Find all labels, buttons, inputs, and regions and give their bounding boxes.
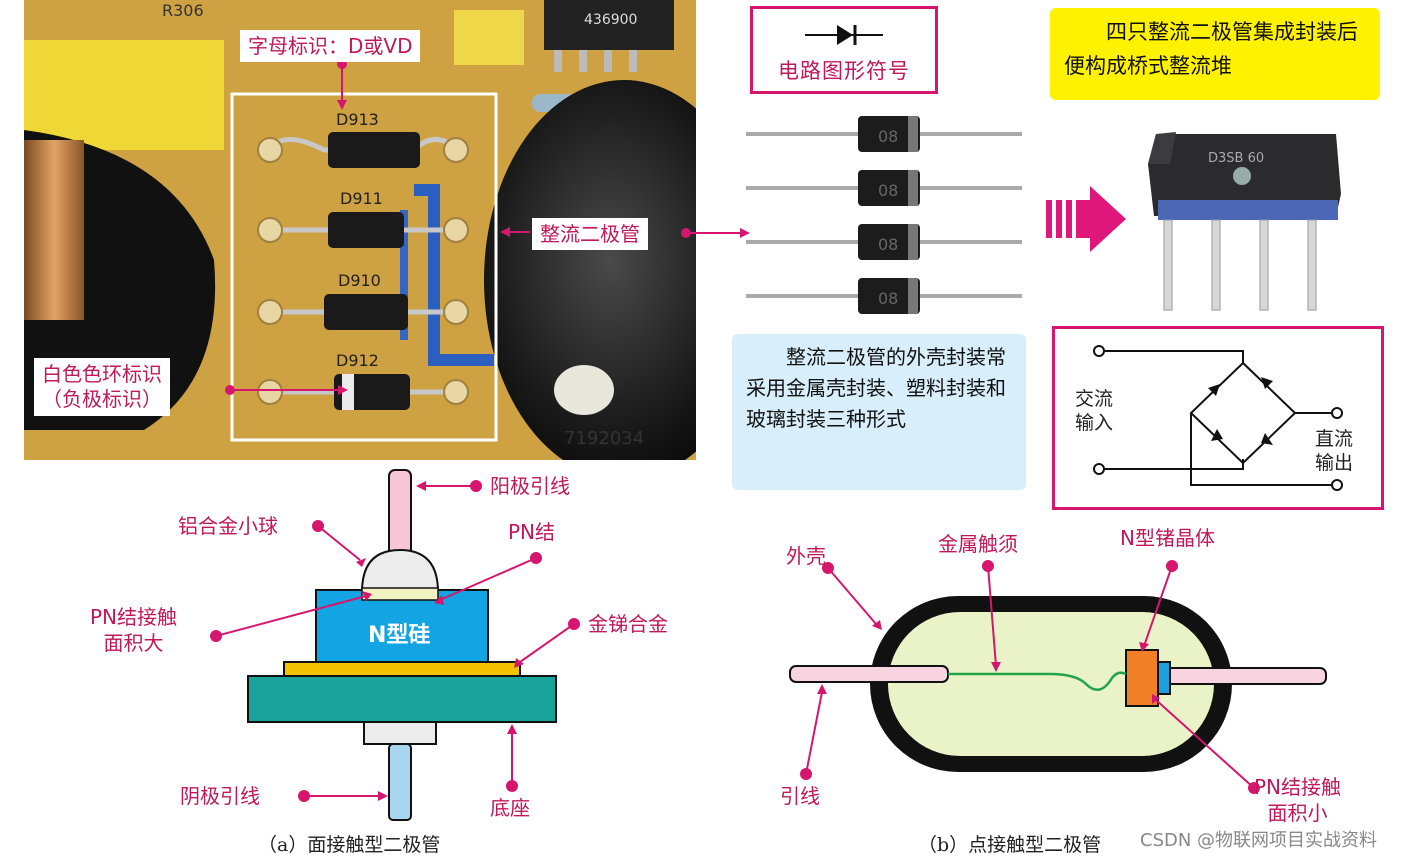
diode-body-code: 08: [878, 235, 898, 254]
pn-large-label: 面积大: [103, 631, 164, 655]
watermark: CSDN @物联网项目实战资料: [1140, 830, 1378, 851]
pcb-diode-label: D913: [336, 110, 379, 129]
letter-id-label: 字母标识：D或VD: [240, 30, 421, 62]
white-ring-label-box: 白色色环标识 （负极标识）: [34, 358, 170, 416]
junction-diode-diagram: N型硅: [210, 469, 580, 821]
ic-code: 436900: [584, 12, 637, 28]
diode-symbol-icon: [805, 25, 883, 45]
cathode-lead: [388, 743, 412, 821]
anode-lead-label: 阳极引线: [490, 474, 570, 498]
pcb-r306: R306: [162, 1, 204, 20]
dc-output-label: 输出: [1315, 452, 1353, 474]
pn-small-label-box: PN结接触 面积小: [1254, 774, 1341, 826]
bridge-part-label: D3SB 60: [1208, 151, 1264, 166]
diode-body-code: 08: [878, 127, 898, 146]
base-label: 底座: [490, 796, 530, 820]
negative-mark-label: （负极标识）: [42, 387, 162, 411]
bridge-circuit-diagram: 交流 输入 直流 输出: [1075, 345, 1353, 491]
diode-body-code: 08: [878, 289, 898, 308]
package-note: 整流二极管的外壳封装常采用金属壳封装、塑料封装和玻璃封装三种形式: [732, 334, 1026, 490]
axial-diode: 08: [746, 224, 1022, 260]
pn-large-label-box: PN结接触 面积大: [90, 604, 177, 656]
package-note-text: 整流二极管的外壳封装常采用金属壳封装、塑料封装和玻璃封装三种形式: [746, 345, 1006, 431]
pcb-diode-d913: D913: [257, 110, 469, 168]
axial-diode: 08: [746, 278, 1022, 314]
symbol-box: 电路图形符号: [750, 6, 938, 94]
pcb-diode-label: D911: [340, 189, 383, 208]
pcb-diode-label: D910: [338, 271, 381, 290]
bridge-note: 四只整流二极管集成封装后便构成桥式整流堆: [1050, 8, 1380, 100]
pcb-diode-d911: D911: [257, 189, 469, 248]
bridge-note-text: 四只整流二极管集成封装后便构成桥式整流堆: [1064, 20, 1358, 78]
ac-input-label: 输入: [1075, 412, 1113, 434]
left-lead: [789, 665, 949, 683]
metal-whisker: [948, 671, 1127, 691]
white-ring-label: 白色色环标识: [42, 362, 162, 386]
whisker-label: 金属触须: [938, 532, 1018, 556]
lead-label: 引线: [780, 784, 820, 808]
point-contact-diode-diagram: [789, 560, 1327, 794]
photo-to-diodes-arrow: [681, 228, 750, 238]
symbol-caption: 电路图形符号: [778, 59, 910, 83]
diode-body-code: 08: [878, 181, 898, 200]
base-plate: [247, 675, 557, 723]
alloy-layer: [283, 661, 521, 677]
n-silicon-label: N型硅: [368, 623, 430, 648]
cathode-lead-label: 阴极引线: [180, 784, 260, 808]
pn-small-label: 面积小: [1267, 801, 1328, 825]
rectifier-diode-label: 整流二极管: [532, 218, 648, 250]
board-code: 7192034: [564, 428, 644, 449]
au-sb-alloy-label: 金锑合金: [588, 612, 668, 636]
aluminum-ball: [360, 548, 440, 593]
dc-output-label: 直流: [1315, 428, 1353, 450]
big-arrow-icon: [1046, 186, 1126, 252]
caption-b: （b）点接触型二极管: [918, 834, 1102, 856]
bridge-rectifier-package: D3SB 60: [1148, 132, 1341, 311]
al-ball-label: 铝合金小球: [178, 514, 278, 538]
pn-small-label: PN结接触: [1254, 775, 1342, 799]
ac-input-label: 交流: [1075, 388, 1113, 410]
pn-junction-label: PN结: [508, 520, 556, 544]
right-lead: [1165, 667, 1327, 685]
caption-a: （a）面接触型二极管: [258, 834, 441, 856]
shell-label: 外壳: [786, 544, 826, 568]
axial-diode: 08: [746, 116, 1022, 152]
pcb-diode-d910: D910: [257, 271, 469, 330]
four-diodes: 08 08 08 08: [746, 116, 1022, 314]
germanium-label: N型锗晶体: [1120, 526, 1215, 550]
pcb-diode-label: D912: [336, 351, 379, 370]
pn-large-label: PN结接触: [90, 605, 178, 629]
axial-diode: 08: [746, 170, 1022, 206]
pcb-diode-d912: D912: [257, 351, 469, 410]
bridge-circuit-box: 交流 输入 直流 输出: [1052, 326, 1384, 510]
